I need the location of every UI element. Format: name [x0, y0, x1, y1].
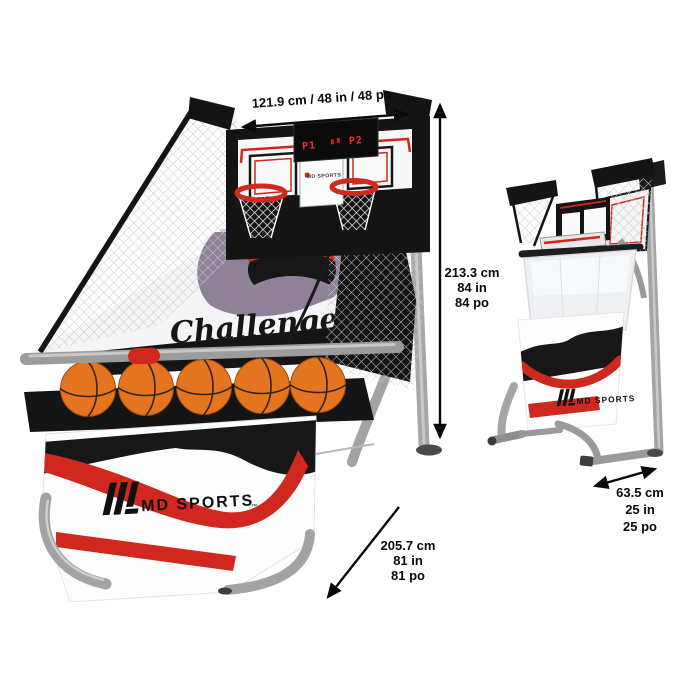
folded-foot [579, 455, 594, 467]
depth-label-po: 81 po [391, 568, 425, 583]
folded-unit: MD SPORTS [487, 158, 666, 467]
red-clip [128, 347, 160, 365]
fold-mechanism-tube [617, 238, 647, 299]
left-net-edge [37, 102, 199, 354]
brand-text: MD SPORTS [141, 492, 255, 515]
main-frame-front [38, 443, 375, 595]
scoreboard: P1 P2 [293, 117, 379, 163]
folded-depth-label-cm: 63.5 cm [616, 485, 664, 500]
md-monogram-icon [556, 388, 576, 407]
basketball [233, 357, 291, 415]
height-label-in: 84 in [457, 280, 487, 295]
folded-rims [539, 231, 607, 252]
folded-depth-arrow [592, 466, 658, 489]
md-monogram-icon [304, 172, 310, 178]
basketball [59, 360, 117, 418]
folded-depth-label-in: 25 in [625, 502, 655, 517]
scoreboard-p1: P1 [302, 140, 317, 152]
ball-tray [24, 356, 374, 460]
md-sports-logo: MD SPORTS ™ [102, 481, 258, 516]
hoops [234, 178, 379, 239]
panel-red-arc [42, 450, 308, 529]
front-foot [218, 587, 232, 595]
scoreboard-housing [293, 117, 379, 163]
basketballs [59, 356, 347, 418]
svg-text:MD SPORTS: MD SPORTS [307, 172, 342, 180]
folded-md-sports-logo: MD SPORTS [556, 388, 636, 407]
width-arrow [240, 108, 410, 133]
right-front-leg [223, 529, 315, 595]
folded-depth-label-po: 25 po [623, 519, 657, 534]
basketball [117, 359, 175, 417]
folded-left-wing-cap [506, 180, 558, 206]
folded-front-panel: MD SPORTS [517, 311, 636, 433]
left-front-leg [38, 492, 112, 590]
scoreboard-p2: P2 [349, 135, 364, 147]
base-bar [582, 448, 660, 466]
left-rim [234, 183, 288, 203]
depth-label-in: 81 in [393, 553, 423, 568]
crossbar [20, 341, 404, 365]
bag-rail [518, 243, 644, 258]
left-net [40, 104, 238, 352]
depth-arrow [326, 506, 400, 599]
folded-pole-foot [647, 449, 663, 457]
main-unit: Challenge MD SPORTS [20, 90, 442, 603]
folded-frame-base [487, 382, 663, 467]
folded-left-net [512, 194, 554, 245]
height-label-po: 84 po [455, 295, 489, 310]
panel-red-stripe [56, 532, 236, 571]
folded-right-wing-cap [591, 158, 656, 188]
right-hoop-net [333, 190, 375, 230]
folded-depth-dimension: 63.5 cm 25 in 25 po [592, 466, 664, 534]
basketball [289, 356, 347, 414]
width-label: 121.9 cm / 48 in / 48 po [251, 86, 392, 111]
folded-panel-red-arc [518, 355, 624, 389]
surface-graphic-swoosh [247, 252, 337, 285]
folded-backboard [539, 197, 647, 299]
folded-panel-black-wave [518, 326, 624, 382]
height-label-cm: 213.3 cm [445, 265, 500, 280]
height-dimension: 213.3 cm 84 in 84 po [433, 102, 500, 440]
center-panel-logo: MD SPORTS [304, 172, 342, 180]
left-wing-cap [188, 97, 235, 130]
panel-black-wave [42, 420, 316, 475]
folded-panel-red-stripe [528, 396, 600, 418]
rear-pole-foot [416, 444, 442, 456]
right-rim [329, 178, 379, 196]
md-monogram-icon [102, 481, 139, 516]
brand-text: MD SPORTS [576, 393, 635, 406]
depth-dimension: 205.7 cm 81 in 81 po [326, 506, 436, 599]
folded-foot [487, 436, 497, 446]
depth-label-cm: 205.7 cm [381, 538, 436, 553]
brand-trademark: ™ [251, 503, 257, 510]
left-hoop-net [239, 196, 283, 238]
basketball [175, 358, 233, 416]
